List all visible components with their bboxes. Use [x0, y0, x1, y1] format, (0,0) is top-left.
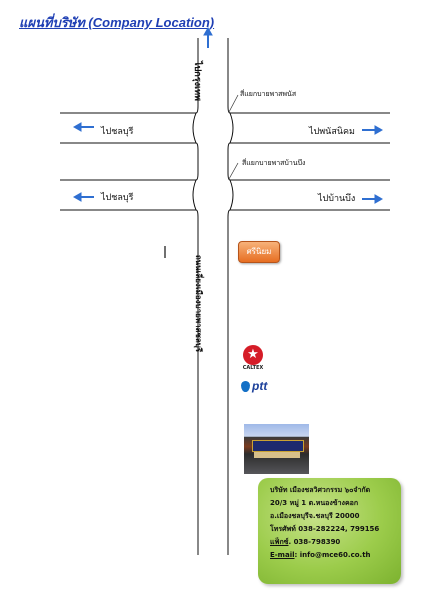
map-title: แผนที่บริษัท (Company Location)	[19, 15, 215, 30]
company-building-photo	[244, 424, 309, 474]
road-label-upper-left: ไปชลบุรี	[101, 127, 134, 137]
junction-upper-pointer	[228, 94, 239, 113]
landmark-sriyim: ศรีนิยม	[238, 241, 280, 263]
junction-label-upper: สี่แยกบายพาสพนัส	[240, 90, 297, 98]
junction-label-lower: สี่แยกบายพาสบ้านบึง	[242, 159, 306, 167]
arrow-north-head	[203, 26, 213, 36]
junction-lower-pointer	[228, 162, 239, 180]
fax-label: แฟ็กซ์	[270, 538, 289, 546]
road-label-to-bangkok: ไปกรุงเทพ	[191, 61, 202, 101]
road-label-lower-right: ไปบ้านบึง	[318, 194, 356, 204]
email-address: : info@mce60.co.th	[294, 551, 371, 559]
email-label: E-mail	[270, 551, 295, 559]
phone-line: โทรศัพท์ 038-282224, 799156	[270, 525, 380, 533]
email-line: E-mail: info@mce60.co.th	[270, 549, 395, 562]
caltex-logo: CALTEX	[241, 345, 265, 375]
address-line-2: อ.เมืองชลบุรีจ.ชลบุรี 20000	[270, 512, 360, 520]
ptt-logo: ptt	[241, 379, 281, 394]
company-name: บริษัท เมืองชลวิศวกรรม ๖๐จำกัด	[270, 486, 371, 494]
contact-info-card: บริษัท เมืองชลวิศวกรรม ๖๐จำกัด 20/3 หมู่…	[258, 478, 401, 584]
ptt-drop-icon	[241, 381, 250, 392]
fax-number: . 038-798390	[288, 538, 341, 546]
caltex-label: CALTEX	[242, 365, 264, 371]
ptt-label: ptt	[252, 379, 268, 393]
fax-line: แฟ็กซ์. 038-798390	[270, 536, 395, 549]
address-line-1: 20/3 หมู่ 1 ต.หนองข้างคอก	[270, 499, 359, 507]
road-label-lower-left: ไปชลบุรี	[101, 193, 134, 203]
building-sign	[252, 440, 304, 452]
caltex-star-icon	[243, 345, 263, 365]
road-label-upper-right: ไปพนัสนิคม	[309, 127, 355, 137]
road-label-main-vertical: ถนนเลี่ยงเมืองบายพาสชลบุรี	[194, 254, 204, 353]
